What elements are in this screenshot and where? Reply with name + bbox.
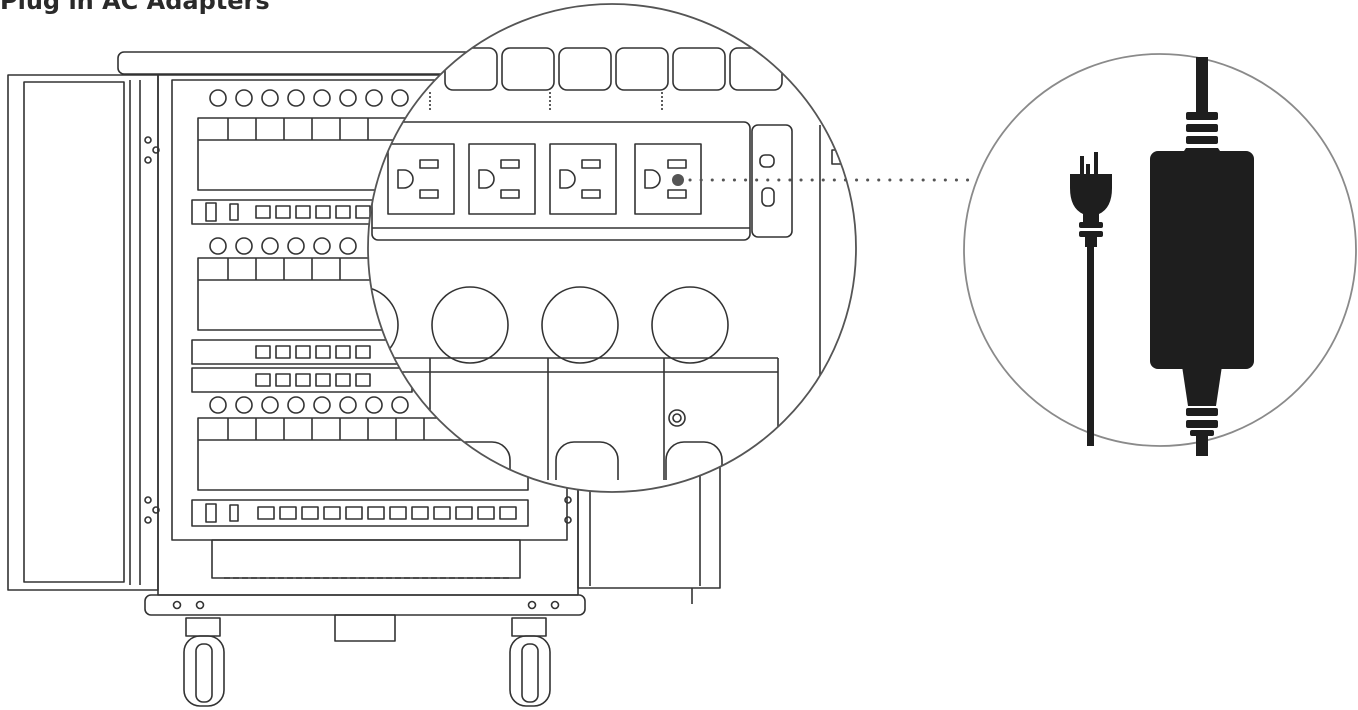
outlet-2	[468, 143, 536, 215]
page-title: Plug in AC Adapters	[0, 0, 270, 15]
cable-hole	[431, 286, 509, 364]
cart-left-door	[7, 74, 160, 591]
ac-adapter-icon	[1150, 57, 1254, 456]
cart-caster-right	[509, 617, 551, 707]
cable-hole	[368, 286, 399, 364]
power-plug-icon	[1070, 152, 1112, 446]
cart-caster-left	[183, 617, 225, 707]
outlet-3	[549, 143, 617, 215]
cart-base	[144, 594, 586, 642]
leader-start-dot	[672, 174, 684, 186]
cable-hole	[651, 286, 729, 364]
dotted-leader	[672, 174, 1047, 186]
power-strip-switch	[751, 124, 793, 238]
cable-hole	[541, 286, 619, 364]
cart-bottom-tray	[211, 539, 521, 579]
outlet-1	[387, 143, 455, 215]
adapter-detail-circle	[963, 53, 1357, 456]
cart-right-door	[564, 459, 721, 604]
